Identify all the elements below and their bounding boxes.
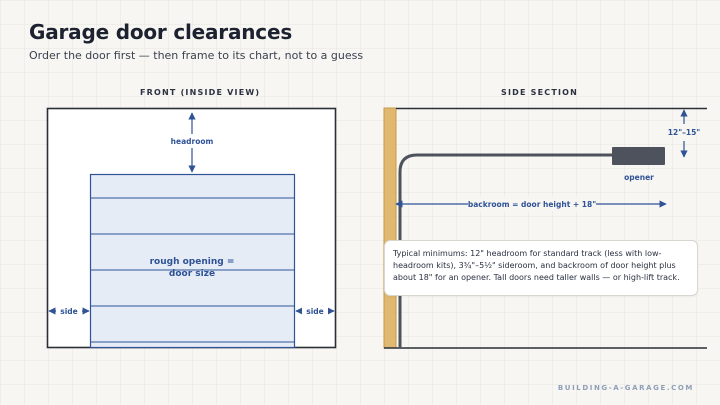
headroom-label: headroom	[171, 137, 214, 146]
page-subtitle: Order the door first — then frame to its…	[29, 49, 364, 62]
side-section-label: SIDE SECTION	[501, 88, 579, 97]
front-view: headroom rough opening = door size side …	[46, 107, 337, 349]
minimums-note: Typical minimums: 12" headroom for stand…	[384, 240, 698, 296]
door-jamb	[383, 107, 397, 349]
side-left-label: side	[60, 307, 78, 316]
rough-opening-label: rough opening =	[150, 257, 235, 267]
rough-opening-label-2: door size	[169, 269, 215, 279]
rough-opening	[89, 173, 296, 349]
front-view-label: FRONT (INSIDE VIEW)	[140, 88, 261, 97]
opener-unit	[612, 147, 665, 165]
clearance-label: 12"–15"	[668, 128, 701, 137]
opener-label: opener	[624, 173, 654, 182]
side-section: opener 12"–15" backroom = door height + …	[383, 107, 707, 349]
footer-site-link[interactable]: BUILDING-A-GARAGE.COM	[557, 384, 694, 392]
door-track	[398, 153, 612, 348]
side-right-label: side	[306, 307, 324, 316]
page-title: Garage door clearances	[29, 20, 293, 44]
backroom-label: backroom = door height + 18"	[468, 200, 596, 209]
